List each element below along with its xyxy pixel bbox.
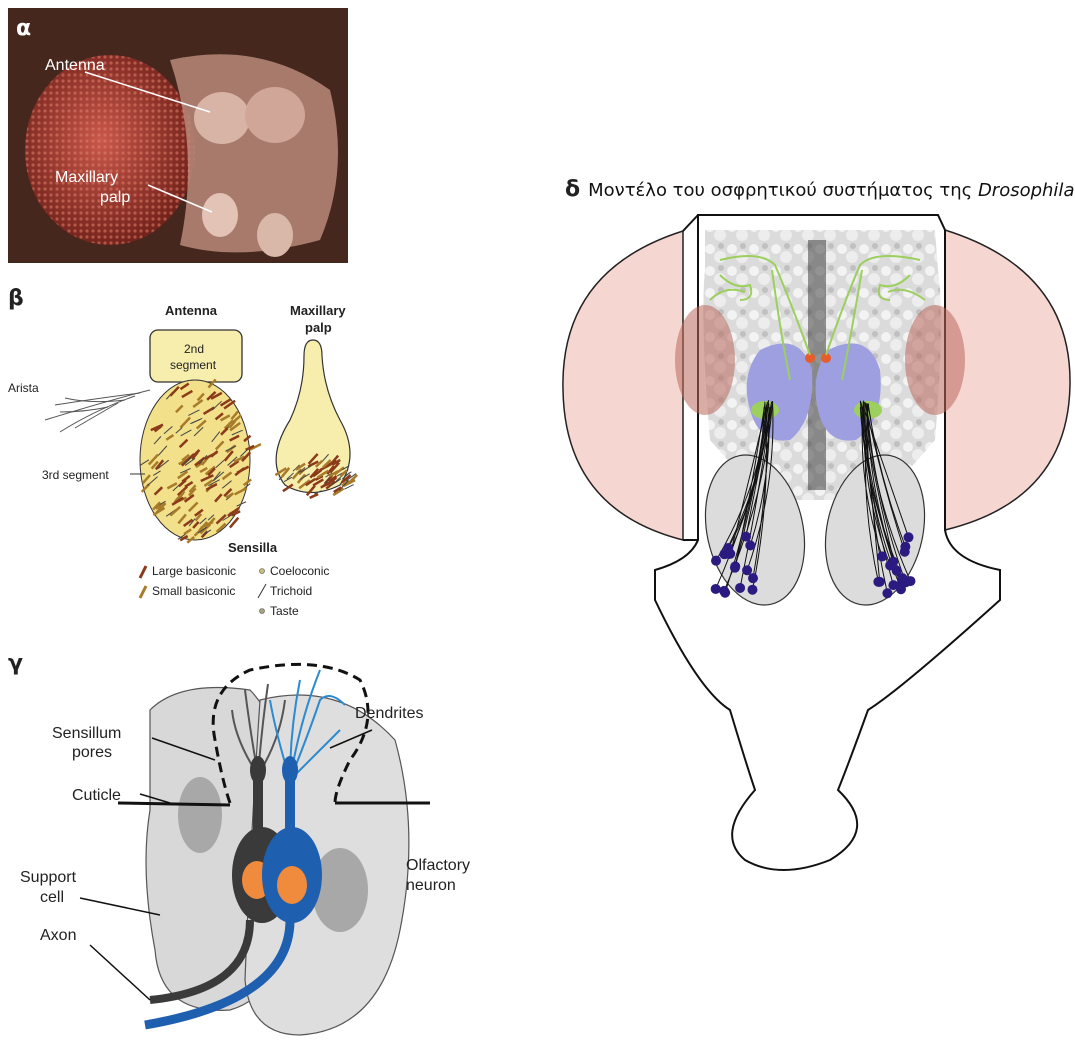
orn-cell-body bbox=[719, 586, 729, 596]
sensillum-label-2: pores bbox=[72, 744, 112, 761]
dendrites-label: Dendrites bbox=[355, 705, 423, 722]
orn-cell-body bbox=[735, 583, 745, 593]
maxillary-palp-structure bbox=[202, 193, 238, 237]
maxillary-title-1: Maxillary bbox=[290, 303, 346, 318]
panel-d: δ Μοντέλο του οσφρητικού συστήματος της D… bbox=[563, 177, 1075, 870]
maxillary-label-1: Maxillary bbox=[55, 169, 118, 186]
legend-trichoid: Trichoid bbox=[270, 584, 312, 598]
antenna-structure bbox=[194, 92, 250, 144]
panel-d-title-italic: Drosophila bbox=[978, 180, 1075, 201]
sensilla-title: Sensilla bbox=[228, 540, 278, 555]
orn-cell-body bbox=[900, 547, 910, 557]
orn-cell-body bbox=[904, 532, 914, 542]
segment3-label: 3rd segment bbox=[42, 468, 109, 482]
maxillary-title-2: palp bbox=[305, 320, 332, 335]
segment2-line1: 2nd bbox=[184, 342, 204, 356]
orn-cell-body bbox=[877, 551, 887, 561]
panel-c-letter: γ bbox=[8, 651, 23, 676]
cuticle bbox=[118, 803, 230, 805]
orn-cell-body bbox=[741, 532, 751, 542]
orn-cell-body bbox=[711, 556, 721, 566]
olfactory-label-2: neuron bbox=[406, 877, 456, 894]
arista-label: Arista bbox=[8, 381, 39, 395]
antenna-label: Antenna bbox=[45, 57, 105, 74]
legend-coeloconic: Coeloconic bbox=[270, 564, 329, 578]
orn-cell-body bbox=[725, 549, 735, 559]
orn-cell-body bbox=[748, 573, 758, 583]
legend: Large basiconic Small basiconic Coelocon… bbox=[140, 564, 329, 618]
cuticle-label: Cuticle bbox=[72, 787, 121, 804]
panel-a-photo: α Antenna Maxillary palp bbox=[8, 8, 348, 263]
panel-b-letter: β bbox=[8, 286, 24, 311]
orn-cell-body bbox=[742, 565, 752, 575]
sensillum-label-1: Sensillum bbox=[52, 725, 121, 742]
segment2-line2: segment bbox=[170, 358, 217, 372]
orn-cell-body bbox=[885, 560, 895, 570]
orn-cell-body bbox=[897, 573, 907, 583]
antenna-title: Antenna bbox=[165, 303, 218, 318]
panel-a-letter: α bbox=[16, 16, 31, 41]
sensillum-hair bbox=[310, 494, 318, 498]
axon-label: Axon bbox=[40, 927, 76, 944]
legend-small-basiconic: Small basiconic bbox=[152, 584, 235, 598]
maxillary-label-2: palp bbox=[100, 189, 130, 206]
orn-cell-body bbox=[747, 585, 757, 595]
olfactory-label-1: Olfactory bbox=[406, 857, 470, 874]
second-segment bbox=[150, 330, 242, 382]
support-label-2: cell bbox=[40, 889, 64, 906]
orn-cell-body bbox=[711, 584, 721, 594]
panel-c: γ bbox=[8, 651, 470, 1035]
orn-cell-body bbox=[730, 563, 740, 573]
legend-taste: Taste bbox=[270, 604, 299, 618]
legend-large-basiconic: Large basiconic bbox=[152, 564, 236, 578]
orn-cell-body bbox=[888, 580, 898, 590]
right-eye bbox=[945, 230, 1070, 530]
orn-cell-body bbox=[873, 577, 883, 587]
orn-cell-body bbox=[745, 540, 755, 550]
left-eye bbox=[563, 231, 683, 540]
panel-d-letter: δ bbox=[565, 177, 580, 202]
orn-cell-body bbox=[882, 588, 892, 598]
support-label-1: Support bbox=[20, 869, 77, 886]
arista bbox=[45, 390, 150, 432]
panel-d-title: δ Μοντέλο του οσφρητικού συστήματος της D… bbox=[565, 177, 1074, 202]
panel-d-title-text: Μοντέλο του οσφρητικού συστήματος της bbox=[588, 180, 978, 201]
panel-b: β Antenna Maxillary palp 2nd segment Ari… bbox=[8, 286, 357, 618]
